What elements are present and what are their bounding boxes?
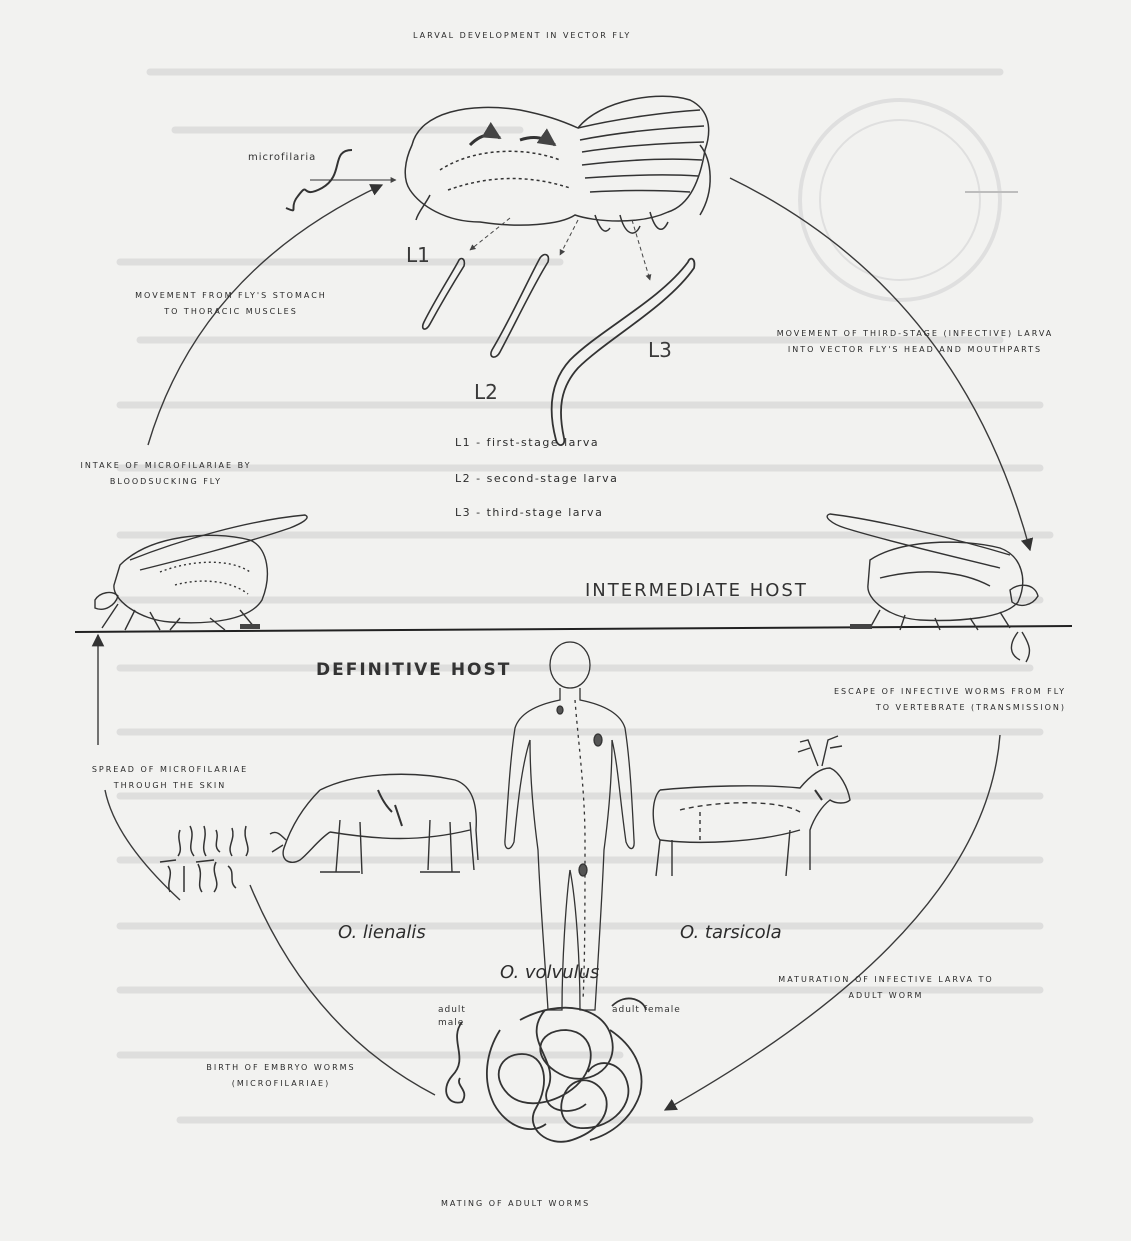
vector-fly-right (827, 514, 1038, 662)
larva-l2-illustration (491, 255, 548, 358)
legend-l1: L1 - first-stage larva (455, 436, 599, 449)
step-escape: ESCAPE OF INFECTIVE WORMS FROM FLY TO VE… (826, 684, 1066, 716)
human-host-illustration (505, 642, 634, 1010)
larva-l1-illustration (423, 259, 465, 330)
cow-host-illustration (270, 774, 478, 874)
step-spread: SPREAD OF MICROFILARIAE THROUGH THE SKIN (70, 762, 270, 794)
intermediate-host-label: INTERMEDIATE HOST (585, 580, 808, 601)
step-mating: MATING OF ADULT WORMS (441, 1196, 590, 1212)
species-deer-label: O. tarsicola (680, 922, 782, 943)
vector-fly-cross-section (405, 96, 710, 233)
larva-l3-illustration (552, 259, 695, 445)
definitive-host-label: DEFINITIVE HOST (316, 660, 511, 680)
legend-l2: L2 - second-stage larva (455, 472, 618, 485)
stage-l3-label: L3 (648, 338, 672, 362)
bloodsucking-fly-left (95, 515, 307, 630)
step-maturation: MATURATION OF INFECTIVE LARVA TO ADULT W… (776, 972, 996, 1004)
step-birth: BIRTH OF EMBRYO WORMS (MICROFILARIAE) (186, 1060, 376, 1092)
stage-l2-label: L2 (474, 380, 498, 404)
microfilariae-illustration (160, 826, 248, 892)
step-intake: INTAKE OF MICROFILARIAE BY BLOODSUCKING … (66, 458, 266, 490)
adult-male-label: adult male (438, 1004, 484, 1030)
stage-l1-label: L1 (406, 243, 430, 267)
species-cow-label: O. lienalis (338, 922, 426, 943)
adult-female-label: adult female (612, 1004, 682, 1017)
step-movement-stomach: MOVEMENT FROM FLY'S STOMACH TO THORACIC … (126, 288, 336, 320)
microfilaria-label: microfilaria (248, 152, 316, 163)
deer-host-illustration (653, 736, 850, 876)
larval-development-title: LARVAL DEVELOPMENT IN VECTOR FLY (413, 28, 631, 44)
arc-fly-to-head (730, 178, 1030, 550)
step-movement-third-stage: MOVEMENT OF THIRD-STAGE (INFECTIVE) LARV… (770, 326, 1060, 358)
species-human-label: O. volvulus (500, 962, 599, 983)
legend-l3: L3 - third-stage larva (455, 506, 603, 519)
